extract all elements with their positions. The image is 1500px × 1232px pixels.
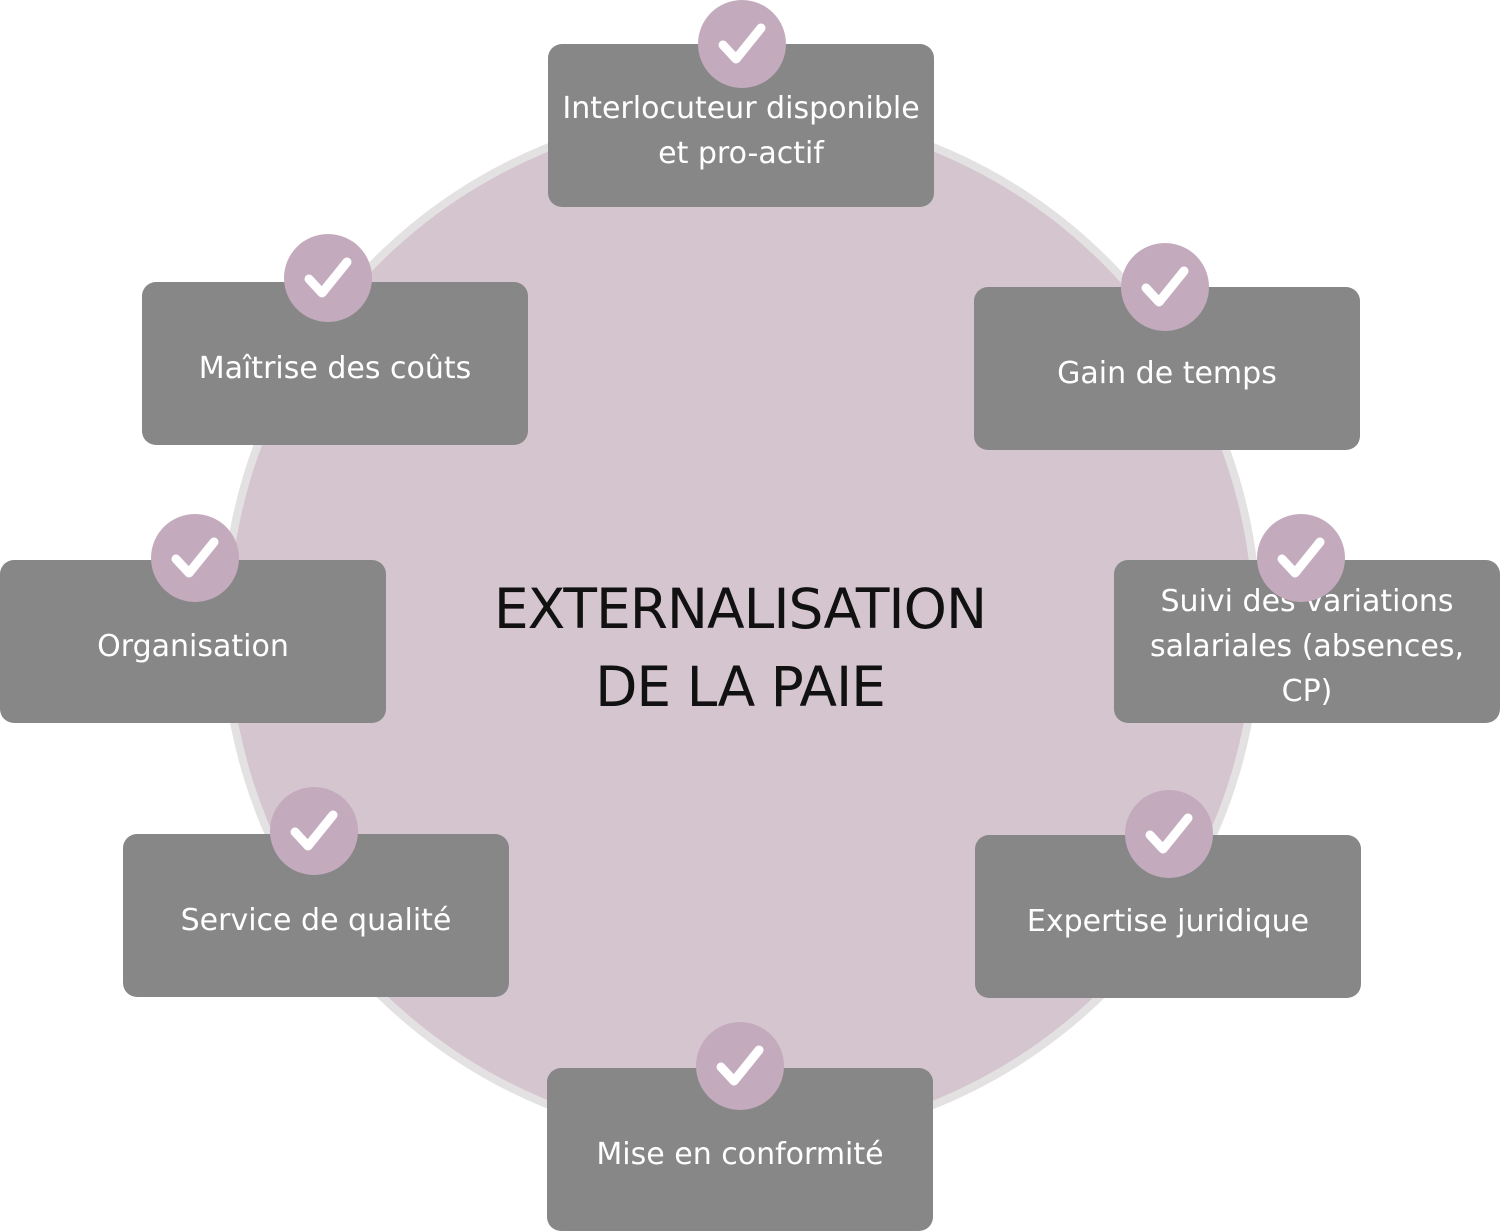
check-icon [284,234,372,322]
check-icon [270,787,358,875]
benefit-label: Suivi des variations salariales (absence… [1149,584,1465,709]
check-icon [151,514,239,602]
check-icon [698,0,786,88]
benefit-label: Organisation [97,629,289,664]
benefit-box-gain-temps: Gain de temps [974,287,1360,450]
benefit-label: Gain de temps [1057,356,1277,391]
benefit-label: Service de qualité [180,903,452,938]
check-icon [1257,514,1345,602]
benefit-box-interlocuteur: Interlocuteur disponible et pro-actif [548,44,934,207]
check-icon [1121,243,1209,331]
benefit-label: Interlocuteur disponible et pro-actif [562,90,920,171]
center-title: EXTERNALISATION DE LA PAIE [400,570,1080,726]
benefit-label: Mise en conformité [596,1137,884,1172]
benefit-label: Expertise juridique [1026,904,1310,939]
check-icon [696,1022,784,1110]
center-title-line-2: DE LA PAIE [595,655,886,719]
check-icon [1125,790,1213,878]
benefit-label: Maîtrise des coûts [198,351,472,386]
center-title-line-1: EXTERNALISATION [493,577,987,641]
benefit-box-suivi-variations: Suivi des variations salariales (absence… [1114,560,1500,723]
